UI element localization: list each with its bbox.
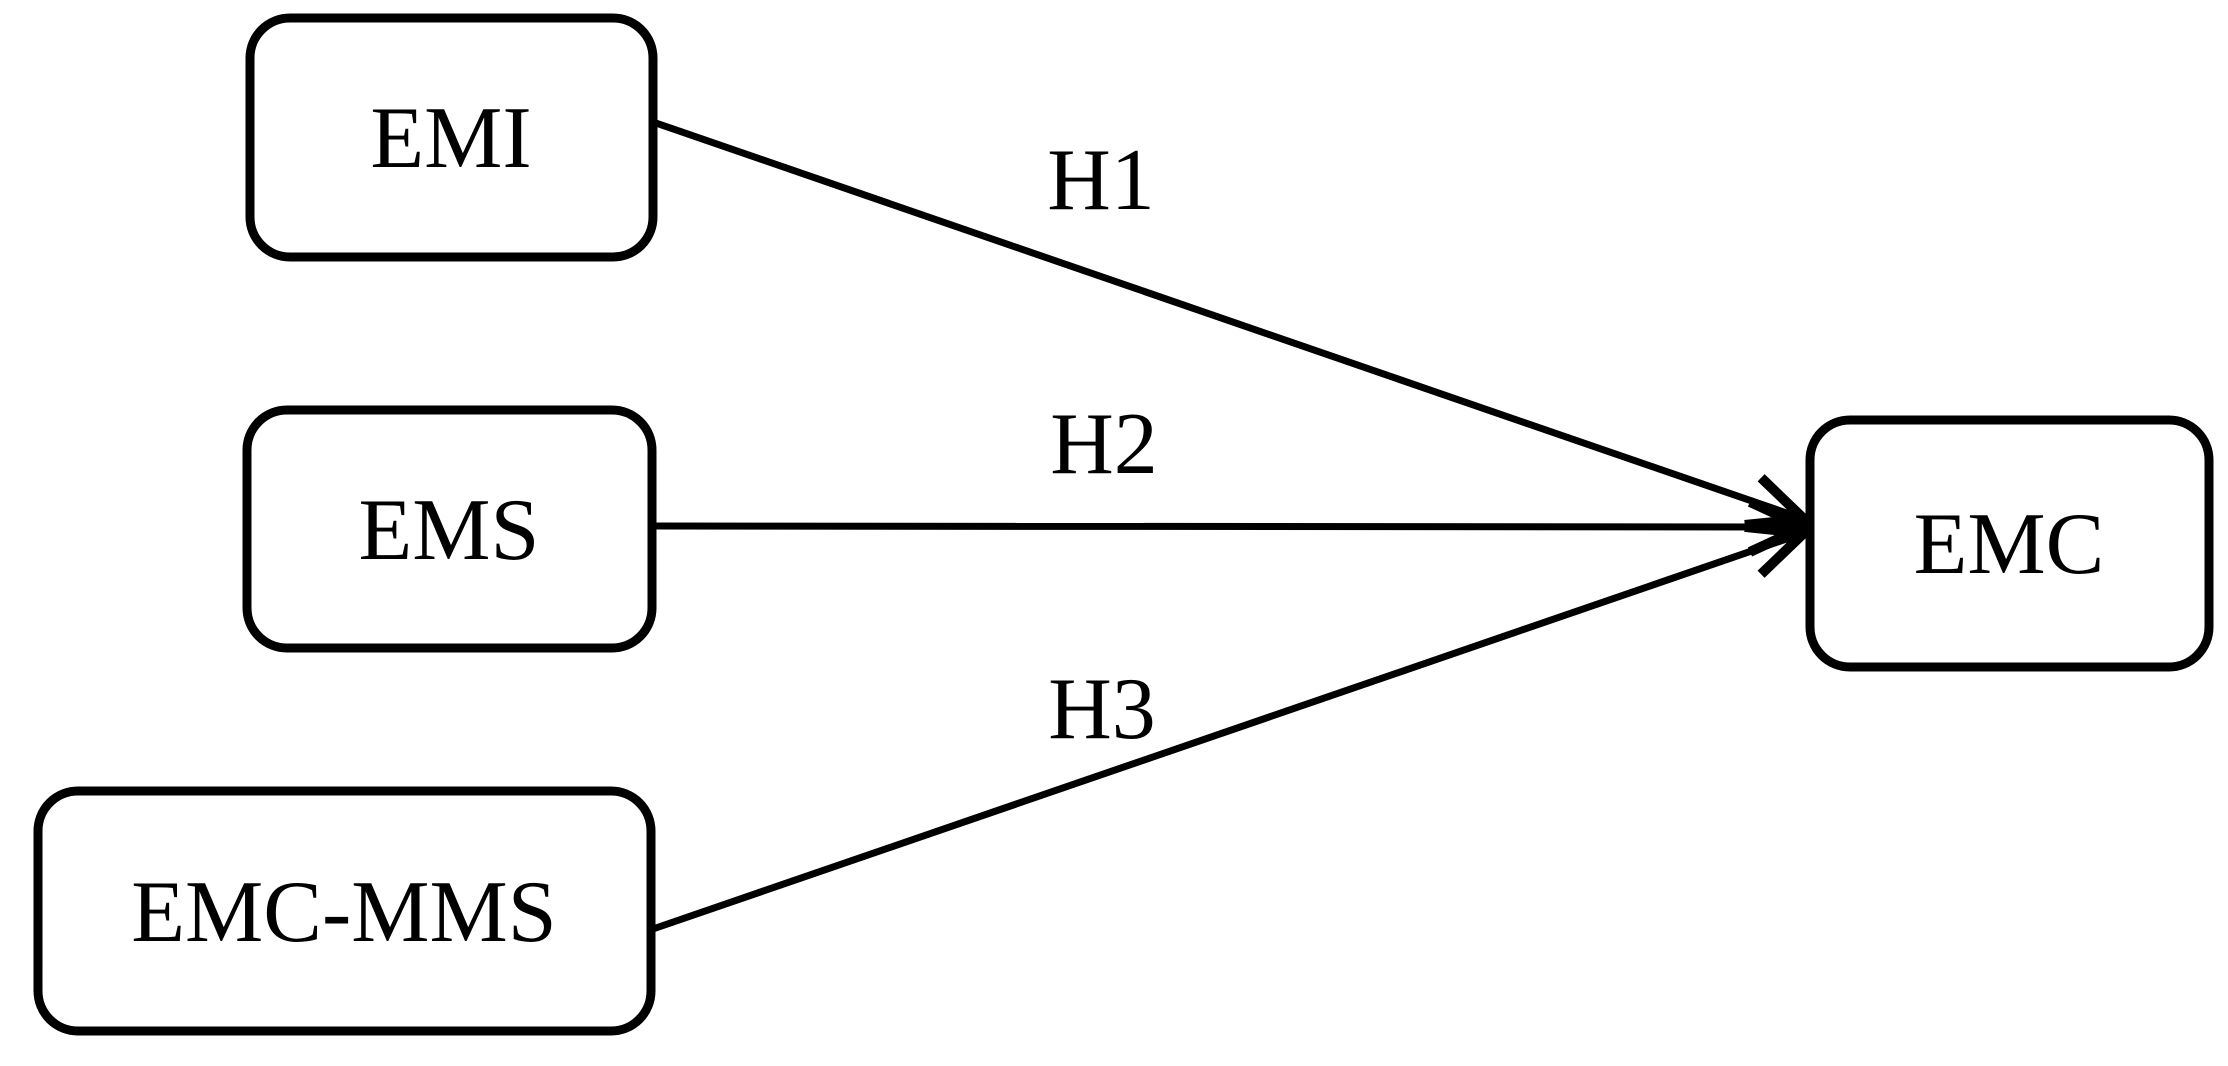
node-emc-mms-box	[33, 786, 656, 1036]
node-emi: EMI	[245, 13, 658, 262]
edge-h1-label: H1	[1047, 132, 1155, 229]
edge-h3: H3	[648, 533, 1804, 934]
node-ems-label: EMS	[359, 482, 540, 579]
edge-h2-line	[651, 526, 1804, 527]
node-emc: EMC	[1805, 415, 2214, 672]
edge-h1-line	[651, 118, 1804, 519]
node-emc-mms-label: EMC-MMS	[131, 864, 556, 961]
edge-h2: H2	[651, 396, 1804, 527]
node-emi-label: EMI	[370, 90, 531, 187]
node-ems-box	[242, 405, 657, 653]
node-emc-box	[1805, 415, 2214, 672]
edge-h3-line	[648, 533, 1804, 934]
node-emc-label: EMC	[1914, 496, 2105, 593]
node-emi-box	[245, 13, 658, 262]
edge-h2-label: H2	[1050, 396, 1158, 493]
edge-h1: H1	[651, 118, 1804, 519]
edge-h3-label: H3	[1048, 661, 1156, 758]
node-ems: EMS	[242, 405, 657, 653]
node-emc-mms: EMC-MMS	[33, 786, 656, 1036]
